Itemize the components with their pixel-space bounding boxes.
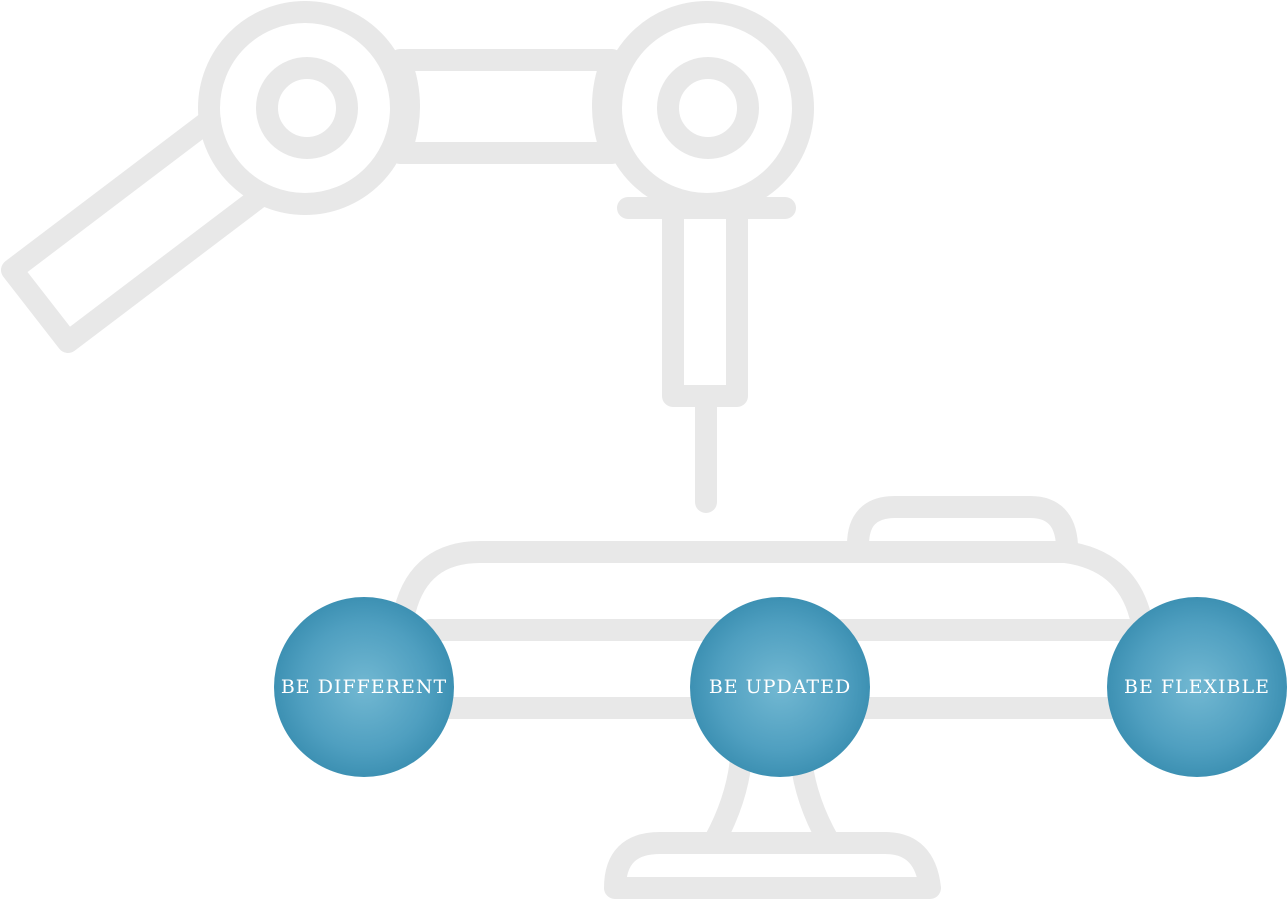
foot bbox=[604, 832, 941, 899]
tool-body bbox=[662, 197, 748, 407]
arm-lower-segment bbox=[1, 109, 273, 353]
arm-upper-segment bbox=[389, 49, 623, 164]
bubble-be-updated: BE UPDATED bbox=[690, 597, 870, 777]
bubble-be-different: BE DIFFERENT bbox=[274, 597, 454, 777]
bubble-label: BE FLEXIBLE bbox=[1123, 676, 1271, 698]
joint-1-inner bbox=[256, 57, 358, 159]
bubble-label: BE UPDATED bbox=[708, 676, 852, 698]
joint-1-outer bbox=[198, 1, 412, 215]
bubble-be-flexible: BE FLEXIBLE bbox=[1107, 597, 1287, 777]
base-top bbox=[394, 541, 1151, 626]
robot-arm bbox=[1, 1, 814, 513]
bubble-label: BE DIFFERENT bbox=[280, 676, 448, 698]
base-bump bbox=[847, 496, 1078, 556]
joint-2-outer bbox=[600, 1, 814, 215]
joint-2-inner bbox=[657, 57, 759, 159]
